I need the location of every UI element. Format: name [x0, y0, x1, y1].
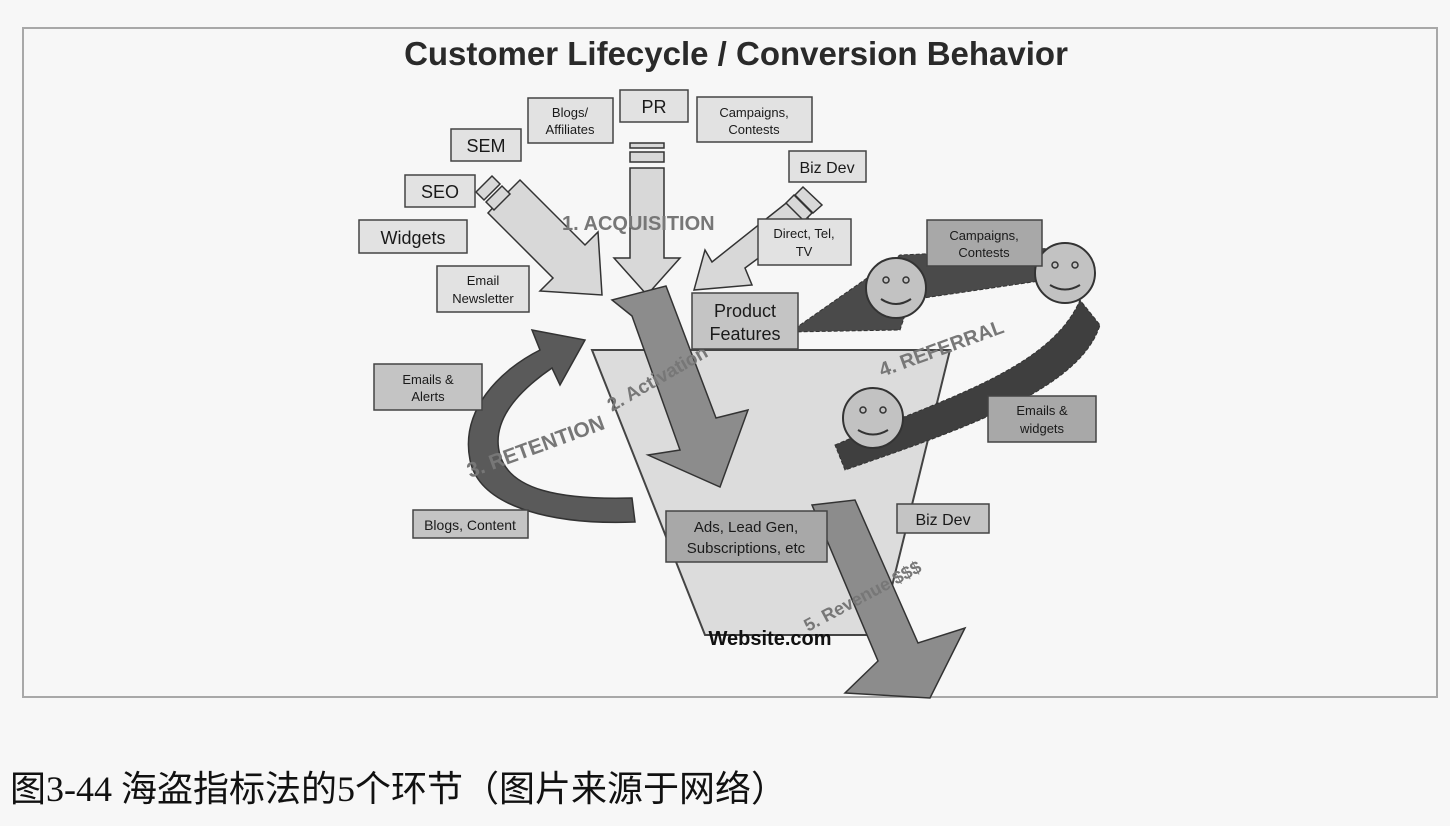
svg-text:Biz Dev: Biz Dev: [799, 160, 854, 177]
svg-text:Direct, Tel,: Direct, Tel,: [773, 226, 834, 241]
svg-text:SEM: SEM: [466, 136, 505, 156]
acquisition-arrow-seo: [474, 174, 603, 296]
svg-text:Affiliates: Affiliates: [546, 122, 595, 137]
svg-text:Features: Features: [709, 324, 780, 344]
channel-campaigns-contests: Campaigns, Contests: [696, 96, 813, 143]
smiley-face-icon: [865, 257, 927, 319]
svg-text:Subscriptions, etc: Subscriptions, etc: [687, 540, 806, 557]
channel-ads-lead-gen: Ads, Lead Gen, Subscriptions, etc: [665, 510, 828, 563]
svg-text:TV: TV: [796, 244, 813, 259]
revenue-arrow: [810, 499, 967, 699]
svg-text:Blogs, Content: Blogs, Content: [424, 517, 516, 533]
svg-text:Widgets: Widgets: [380, 228, 445, 248]
channel-pr: PR: [619, 89, 689, 123]
retention-arrow: [467, 329, 636, 524]
channel-blogs-affiliates: Blogs/ Affiliates: [527, 97, 614, 144]
channel-campaigns-contests-referral: Campaigns, Contests: [926, 219, 1043, 267]
channel-email-newsletter: Email Newsletter: [436, 265, 530, 313]
svg-text:Emails &: Emails &: [402, 372, 454, 387]
stage-acquisition: 1. ACQUISITION: [562, 213, 715, 235]
svg-text:Newsletter: Newsletter: [452, 291, 514, 306]
svg-text:Product: Product: [714, 301, 776, 321]
channel-direct-tel-tv: Direct, Tel, TV: [757, 218, 852, 266]
svg-text:SEO: SEO: [421, 182, 459, 202]
activation-arrow: [610, 285, 750, 489]
svg-text:Emails &: Emails &: [1016, 403, 1068, 418]
channel-emails-widgets: Emails & widgets: [987, 395, 1097, 443]
channel-biz-dev-bottom: Biz Dev: [896, 503, 990, 534]
diagram-title: Customer Lifecycle / Conversion Behavior: [404, 35, 1068, 72]
svg-text:Email: Email: [467, 273, 500, 288]
svg-text:Biz Dev: Biz Dev: [915, 512, 970, 529]
smiley-face-icon: [1034, 242, 1096, 304]
channel-widgets: Widgets: [358, 219, 468, 254]
svg-text:Contests: Contests: [958, 245, 1010, 260]
svg-text:Blogs/: Blogs/: [552, 105, 589, 120]
svg-text:Campaigns,: Campaigns,: [719, 105, 788, 120]
svg-text:widgets: widgets: [1019, 421, 1065, 436]
channel-emails-alerts: Emails & Alerts: [373, 363, 483, 411]
svg-text:PR: PR: [641, 97, 666, 117]
svg-text:Campaigns,: Campaigns,: [949, 228, 1018, 243]
acquisition-arrow-pr: [612, 142, 682, 297]
channel-seo: SEO: [404, 174, 476, 208]
svg-text:Contests: Contests: [728, 122, 780, 137]
funnel-label: Website.com: [709, 628, 832, 650]
svg-text:Alerts: Alerts: [411, 389, 445, 404]
svg-text:Ads, Lead Gen,: Ads, Lead Gen,: [694, 519, 798, 536]
figure-caption: 图3-44 海盗指标法的5个环节（图片来源于网络）: [10, 769, 787, 809]
channel-product-features: Product Features: [691, 292, 799, 350]
channel-blogs-content: Blogs, Content: [412, 509, 529, 539]
channel-sem: SEM: [450, 128, 522, 162]
smiley-face-icon: [842, 387, 904, 449]
channel-biz-dev-top: Biz Dev: [788, 150, 867, 183]
